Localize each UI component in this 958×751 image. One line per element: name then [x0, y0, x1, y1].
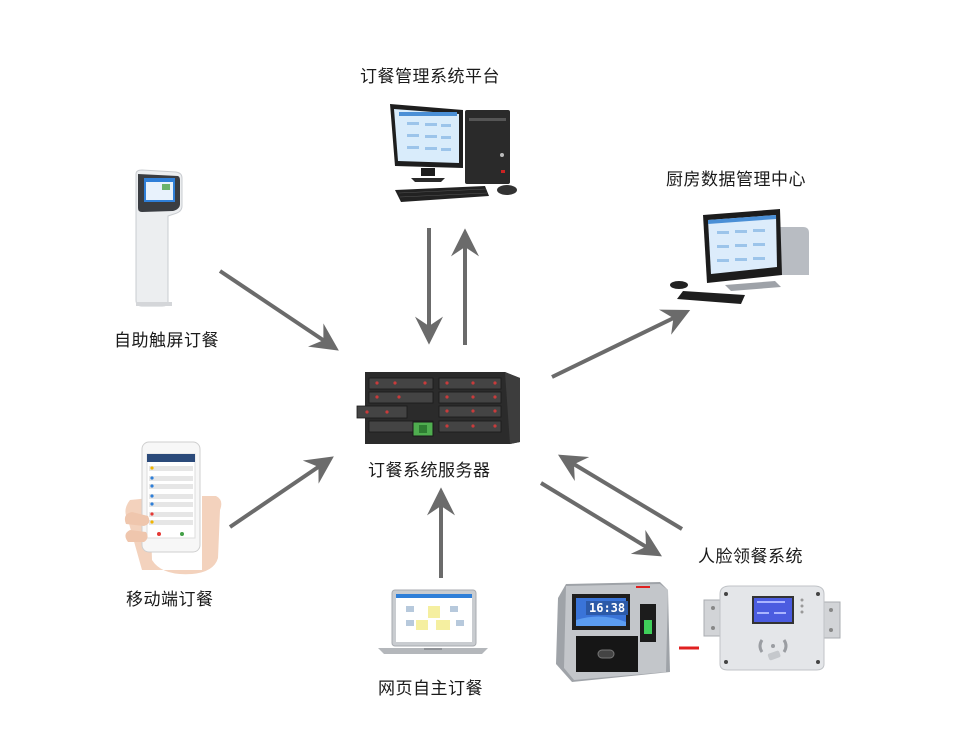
label-face-system: 人脸领餐系统 [698, 547, 803, 567]
touch-kiosk-icon [135, 169, 183, 307]
arrow-server-to-face [539, 481, 662, 557]
label-server: 订餐系统服务器 [368, 461, 491, 481]
face-recognition-terminal-icon [556, 582, 670, 682]
desktop-computer-icon [390, 104, 517, 202]
smartphone-in-hand-icon [124, 441, 222, 575]
arrow-kiosk-to-server [218, 269, 339, 351]
app-list-rows [149, 466, 193, 525]
label-management-platform: 订餐管理系统平台 [360, 67, 500, 87]
label-web: 网页自主订餐 [378, 679, 483, 699]
card-reader-icon [703, 585, 841, 671]
terminal-clock-readout: 16:38 [586, 601, 629, 615]
laptop-icon [378, 589, 488, 654]
arrow-server-to-kitchen [551, 309, 691, 379]
face-recognition-terminal: 16:38 [552, 576, 678, 688]
blade-slots [356, 377, 502, 433]
blade-server-icon [356, 372, 520, 444]
all-in-one-computer-icon [670, 209, 809, 304]
arrow-mobile-to-server [228, 456, 334, 529]
label-mobile: 移动端订餐 [126, 590, 214, 610]
label-kiosk: 自助触屏订餐 [114, 331, 219, 351]
label-kitchen-center: 厨房数据管理中心 [666, 170, 806, 190]
arrow-face-to-server [557, 454, 684, 531]
